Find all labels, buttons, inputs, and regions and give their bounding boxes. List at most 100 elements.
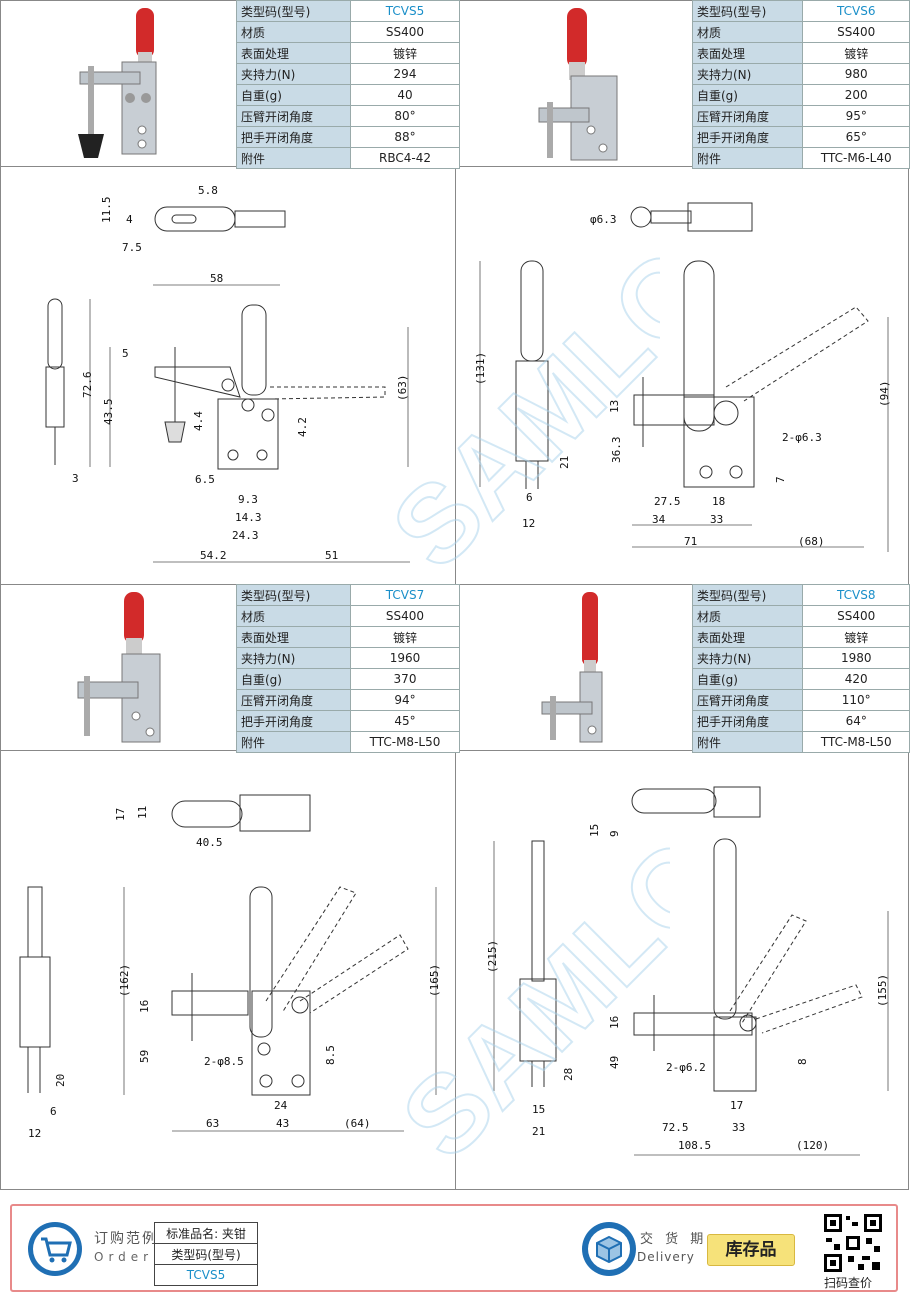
dim-label: 24 (274, 1099, 288, 1112)
dim-label: 2-φ6.3 (782, 431, 822, 444)
dim-label: 9.3 (238, 493, 258, 506)
spec-value: 80° (350, 105, 460, 127)
spec-value: 1960 (350, 647, 460, 669)
dim-label: (215) (486, 940, 499, 973)
spec-value: SS400 (802, 21, 910, 43)
dim-label: 11.5 (100, 197, 113, 224)
spec-key: 附件 (691, 731, 804, 753)
spec-key: 类型码(型号) (691, 0, 804, 22)
spec-key: 夹持力(N) (691, 647, 804, 669)
spec-key: 表面处理 (236, 42, 351, 64)
dim-label: 27.5 (654, 495, 681, 508)
dim-label: 5 (122, 347, 129, 360)
dim-label: (63) (396, 375, 409, 402)
spec-key: 把手开闭角度 (236, 126, 351, 148)
dim-label: 63 (206, 1117, 219, 1130)
spec-value: 294 (350, 63, 460, 85)
dim-label: 12 (28, 1127, 41, 1140)
spec-key: 夹持力(N) (236, 63, 351, 85)
drawing-tcvs7: 17 11 40.5 (162) (165) 16 59 2-φ8.5 8.5 … (19, 794, 441, 1140)
spec-key: 压臂开闭角度 (236, 105, 351, 127)
cart-icon (28, 1222, 82, 1276)
order-row: 标准品名: 夹钳 (154, 1222, 258, 1244)
model-code: TCVS8 (802, 584, 910, 606)
model-code: TCVS7 (350, 584, 460, 606)
dim-label: 16 (608, 1016, 621, 1029)
dim-label: 20 (54, 1074, 67, 1087)
spec-value: SS400 (350, 21, 460, 43)
delivery-subtitle: Delivery (637, 1250, 695, 1264)
order-row: 类型码(型号) (154, 1243, 258, 1265)
spec-value: TTC-M6-L40 (802, 147, 910, 169)
spec-value: 45° (350, 710, 460, 732)
dim-label: (64) (344, 1117, 371, 1130)
order-title: 订购范例 (94, 1231, 158, 1247)
spec-value: 95° (802, 105, 910, 127)
dim-label: 72.6 (81, 372, 94, 399)
order-subtitle: Order (94, 1250, 154, 1264)
dim-label: 43.5 (102, 399, 115, 426)
order-row: TCVS5 (154, 1264, 258, 1286)
dim-label: 6 (50, 1105, 57, 1118)
spec-value: 镀锌 (802, 626, 910, 648)
product-photo-tcvs5 (78, 8, 157, 158)
spec-key: 表面处理 (691, 626, 804, 648)
spec-key: 夹持力(N) (691, 63, 804, 85)
spec-key: 自重(g) (691, 84, 804, 106)
spec-value: SS400 (350, 605, 460, 627)
dim-label: 8 (796, 1058, 809, 1065)
dim-label: 6.5 (195, 473, 215, 486)
product-photo-tcvs7 (77, 592, 161, 743)
delivery-box-icon (582, 1222, 636, 1276)
dim-label: 51 (325, 549, 338, 562)
spec-value: RBC4-42 (350, 147, 460, 169)
spec-key: 把手开闭角度 (691, 126, 804, 148)
spec-value: TTC-M8-L50 (802, 731, 910, 753)
dim-label: 17 (730, 1099, 743, 1112)
product-photo-tcvs8 (541, 592, 603, 743)
dim-label: 9 (608, 830, 621, 837)
dim-label: 4 (126, 213, 133, 226)
product-photo-tcvs6 (538, 8, 618, 161)
dim-label: 71 (684, 535, 697, 548)
model-code: TCVS5 (350, 0, 460, 22)
order-footer: 订购范例 Order 标准品名: 夹钳 类型码(型号) TCVS5 交 货 期 … (10, 1204, 898, 1292)
spec-value: 88° (350, 126, 460, 148)
qr-code-icon[interactable] (822, 1212, 884, 1274)
spec-key: 夹持力(N) (236, 647, 351, 669)
spec-key: 自重(g) (691, 668, 804, 690)
spec-value: 1980 (802, 647, 910, 669)
dim-label: 59 (138, 1050, 151, 1063)
dim-label: 7 (774, 476, 787, 483)
dim-label: (94) (878, 381, 891, 408)
dim-label: 2-φ6.2 (666, 1061, 706, 1074)
stock-badge: 库存品 (707, 1234, 795, 1266)
dim-label: 3 (72, 472, 79, 485)
dim-label: 108.5 (678, 1139, 711, 1152)
model-code: TCVS6 (802, 0, 910, 22)
spec-key: 附件 (236, 147, 351, 169)
qr-label: 扫码查价 (824, 1276, 873, 1290)
spec-key: 自重(g) (236, 84, 351, 106)
dim-label: 2-φ8.5 (204, 1055, 244, 1068)
dim-label: 13 (608, 400, 621, 413)
spec-key: 材质 (236, 605, 351, 627)
spec-key: 表面处理 (691, 42, 804, 64)
spec-value: 420 (802, 668, 910, 690)
dim-label: φ6.3 (590, 213, 617, 226)
spec-key: 材质 (691, 21, 804, 43)
spec-value: SS400 (802, 605, 910, 627)
drawing-tcvs6: φ6.3 (131) (94) 13 2-φ6.3 36.3 21 7 6 12… (474, 202, 891, 552)
spec-value: 65° (802, 126, 910, 148)
spec-key: 附件 (236, 731, 351, 753)
dim-label: (162) (118, 964, 131, 997)
dim-label: 24.3 (232, 529, 259, 542)
dim-label: 4.2 (296, 417, 309, 437)
dim-label: 72.5 (662, 1121, 689, 1134)
spec-value: 200 (802, 84, 910, 106)
dim-label: 15 (588, 824, 601, 837)
dim-label: 58 (210, 272, 223, 285)
dim-label: 40.5 (196, 836, 223, 849)
